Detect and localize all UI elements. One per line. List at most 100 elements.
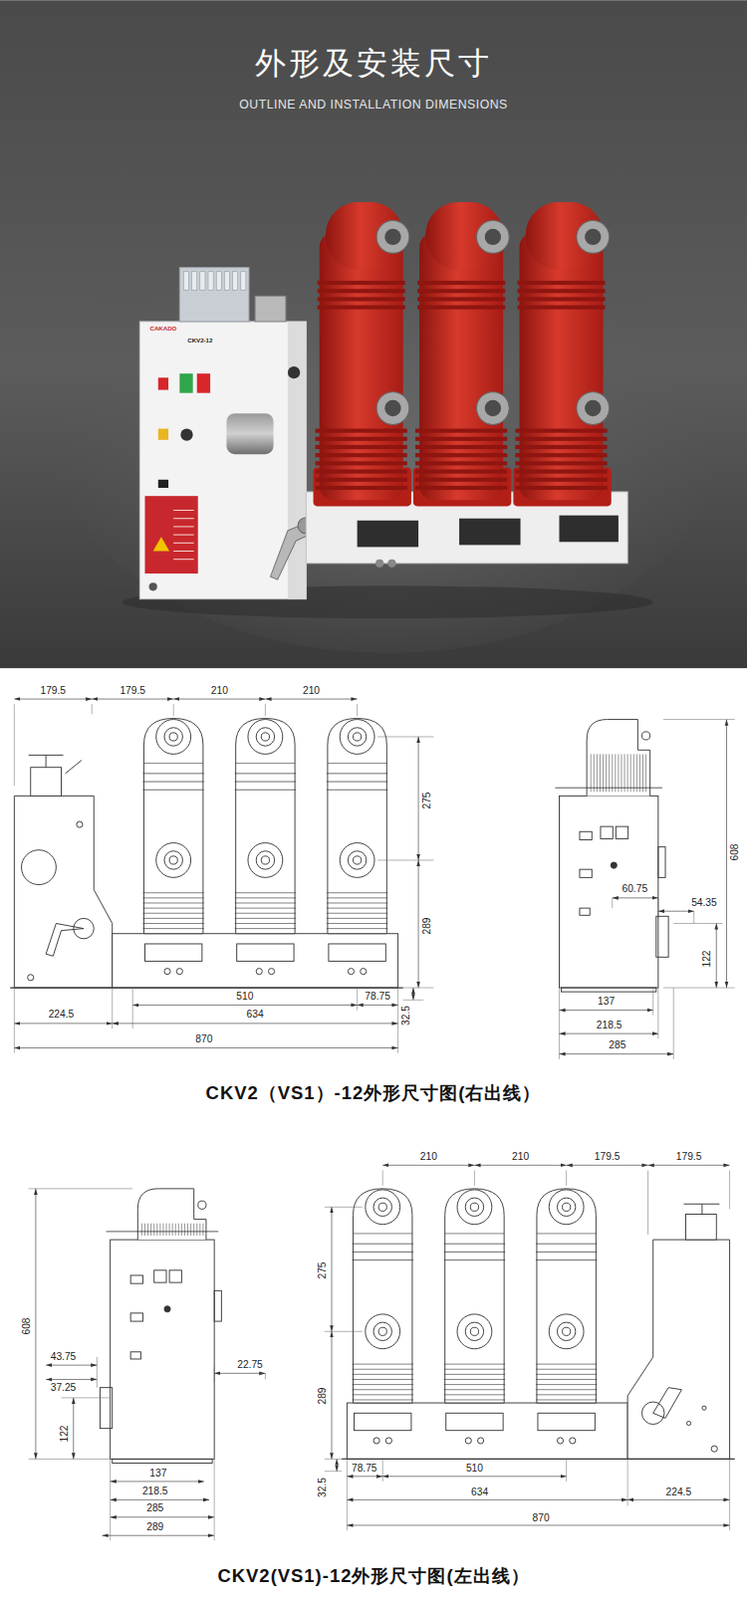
outline-line — [143, 762, 203, 764]
dimension-line — [112, 1022, 399, 1024]
label-text-line — [173, 534, 194, 536]
outline-line — [593, 753, 595, 792]
extension-line — [173, 704, 175, 717]
button-red — [197, 373, 211, 393]
extension-line — [324, 1331, 363, 1333]
housing-screw — [27, 975, 34, 982]
outline-line — [144, 1224, 146, 1237]
terminal-outline — [378, 1203, 387, 1212]
dimension-value: 179.5 — [593, 1152, 622, 1163]
outline-line — [153, 1224, 155, 1237]
outline-line — [142, 892, 204, 894]
warning-label — [144, 496, 198, 574]
pole-fin — [317, 288, 406, 293]
terminal-core — [584, 229, 601, 246]
dimension-value: 510 — [465, 1464, 485, 1475]
dimension-value: 43.75 — [49, 1352, 78, 1363]
pole-fin — [415, 437, 507, 442]
outline-line — [611, 753, 613, 792]
side-mechanism — [99, 1388, 112, 1430]
outline-line — [535, 1389, 597, 1391]
pole-outline — [326, 719, 388, 935]
motor-cylinder — [226, 413, 273, 455]
dimension-line — [566, 1165, 649, 1167]
outline-line — [235, 902, 296, 904]
side-connector — [586, 720, 651, 797]
outline-line — [351, 1389, 413, 1391]
label-text-line — [173, 525, 194, 527]
outline-line — [199, 1224, 201, 1237]
pole-fin — [315, 453, 408, 458]
dimension-value: 870 — [530, 1512, 550, 1523]
dimension-value: 289 — [317, 1386, 328, 1406]
terminal-outline — [465, 1198, 484, 1217]
terminal-core — [384, 400, 401, 417]
outline-line — [326, 772, 388, 774]
outline-line — [235, 892, 296, 894]
dimension-line — [716, 923, 718, 989]
dimension-line — [648, 1165, 731, 1167]
dimension-line — [336, 1459, 338, 1472]
dimension-line — [110, 1499, 210, 1501]
outline-line — [178, 1224, 180, 1237]
terminal — [476, 221, 509, 254]
banner-background — [0, 0, 747, 669]
pole-fin — [315, 461, 408, 466]
dimension-value: 289 — [422, 917, 433, 937]
dimension-line — [627, 1499, 730, 1501]
dimension-value: 210 — [419, 1152, 439, 1163]
outline-line — [351, 1369, 413, 1371]
side-window — [130, 1352, 141, 1360]
dimension-value: 218.5 — [141, 1487, 170, 1497]
dimension-line — [330, 1331, 332, 1460]
outline-line — [235, 789, 296, 791]
switch-terminal — [208, 271, 214, 290]
outline-line — [535, 1374, 597, 1376]
outline-line — [65, 760, 82, 774]
side-body — [558, 795, 658, 989]
outline-line — [596, 753, 598, 792]
switch-terminal — [224, 271, 230, 290]
side-indicator — [600, 826, 613, 839]
dimension-value: 78.75 — [363, 992, 392, 1002]
terminal-outline — [156, 720, 192, 755]
outline-line — [166, 1224, 168, 1237]
dimension-line — [558, 1009, 653, 1011]
outline-line — [141, 1224, 143, 1237]
pole-outline — [351, 1189, 413, 1404]
pole-base — [413, 467, 511, 506]
extension-line — [13, 704, 15, 786]
pole-body-outline — [353, 1189, 413, 1404]
mechanism-housing — [13, 795, 112, 989]
frame-slot-outline — [328, 944, 386, 962]
outline-line — [351, 1399, 413, 1401]
outline-line — [627, 753, 629, 792]
dimension-line — [72, 1398, 74, 1460]
terminal-outline — [156, 843, 192, 879]
outline-line — [444, 1394, 505, 1396]
dimension-value: 285 — [607, 1040, 627, 1051]
outline-line — [202, 1224, 204, 1237]
dimension-value: 224.5 — [47, 1009, 76, 1020]
outline-line — [326, 928, 388, 930]
dimension-line — [357, 1004, 399, 1006]
extension-line — [663, 719, 736, 721]
frame-bolt — [375, 559, 384, 568]
outline-line — [326, 892, 388, 894]
dimension-line — [382, 1476, 566, 1478]
outline-line — [196, 1224, 198, 1237]
outline-line — [444, 1384, 505, 1386]
side-lug — [214, 1290, 222, 1322]
outline-line — [326, 902, 388, 904]
side-view — [554, 720, 669, 994]
side-indicator — [154, 1270, 167, 1283]
dimension-value: 179.5 — [675, 1152, 704, 1163]
outline-line — [444, 1374, 505, 1376]
dimension-line — [658, 911, 695, 913]
frame-slot — [357, 520, 419, 548]
extension-line — [111, 988, 113, 1029]
outline-line — [444, 1259, 505, 1261]
terminal-outline — [457, 1190, 493, 1226]
outline-line — [193, 1224, 195, 1237]
